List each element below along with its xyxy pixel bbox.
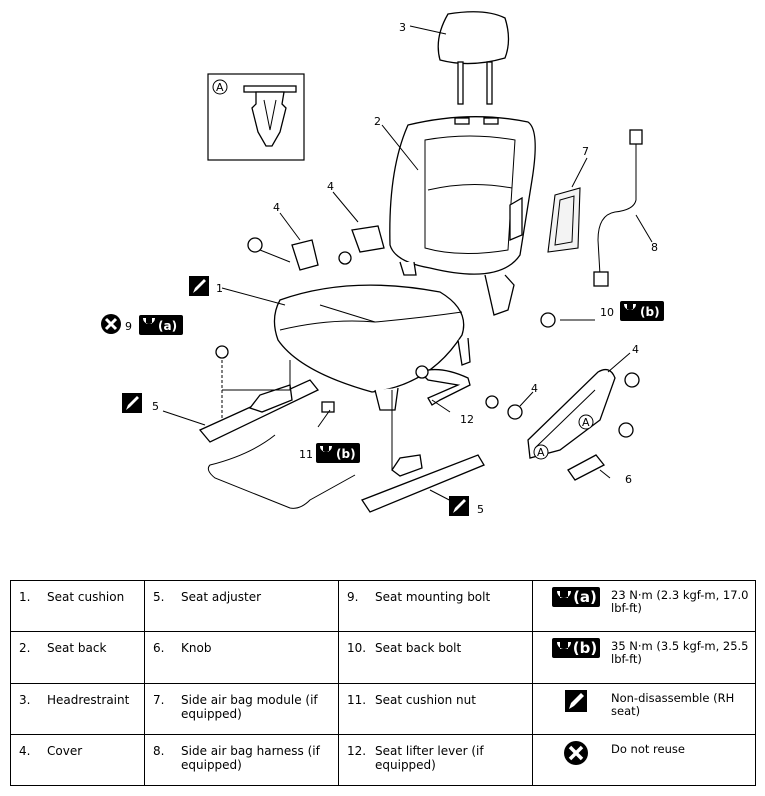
seat-back-bolt [540,312,556,328]
legend-row: 1. Seat cushion 5. Seat adjuster 9. Seat mo… [10,579,756,633]
seat-mounting-bolt [215,345,229,359]
wrench-icon [557,591,572,598]
legend-label: Cover [47,743,83,758]
cover-right [527,368,640,481]
callout-8: 8 [651,241,658,254]
legend-symbol-text: 23 N·m (2.3 kgf-m, 17.0 lbf-ft) [611,588,749,615]
torque-badge-a: (a) [139,315,183,335]
legend-num: 2. [19,641,31,656]
wrench-icon [556,642,571,650]
torque-badge-b-10: (b) [620,301,664,321]
legend-num: 5. [153,590,165,604]
legend-num: 11. [347,692,367,707]
callout-4-b: 4 [273,201,280,214]
legend-symbol-text: Do not reuse [611,741,685,756]
svg-text:(a): (a) [158,319,177,333]
non-disassemble-icon [565,689,587,712]
legend-label: Seat lifter lever (if equipped) [375,743,484,772]
parts-legend-table: 1. Seat cushion 5. Seat adjuster 9. Seat mo… [10,579,756,787]
callout-9: 9 [125,320,132,333]
inset-a-label: A [216,81,224,94]
legend-num: 9. [347,590,359,604]
callout-2: 2 [374,115,381,128]
side-airbag-module [547,187,581,253]
svg-text:(b): (b) [336,447,356,461]
legend-num: 1. [19,590,31,604]
legend-label: Knob [181,641,212,656]
non-disassemble-icon [189,276,209,296]
headrestraint [437,11,510,105]
legend-row: 4. Cover 8. Side air bag harness (if equip… [10,733,756,787]
legend-num: 10. [347,641,367,656]
legend-label: Seat cushion nut [375,692,476,707]
legend-row: 2. Seat back 6. Knob 10. Seat back bolt (b)… [10,631,756,684]
callout-4-d: 4 [531,382,538,395]
torque-badge-b-legend: (b) [551,638,601,659]
do-not-reuse-icon [564,740,588,765]
callout-11: 11 [299,448,313,461]
callout-12: 12 [460,413,474,426]
clip-detail-inset: A [207,73,305,161]
seat-cushion-nut [321,401,335,413]
legend-label: Seat mounting bolt [375,590,491,604]
callout-4-a: 4 [327,180,334,193]
callout-1: 1 [216,282,223,295]
callout-4-c: 4 [632,343,639,356]
torque-badge-b-11: (b) [316,443,360,463]
cushion-wire-frame [207,434,356,509]
seat-lifter-lever [415,365,523,420]
seat-exploded-diagram: A [99,11,664,516]
callout-6: 6 [625,473,632,486]
non-disassemble-icon [449,496,469,516]
legend-label: Side air bag harness (if equipped) [181,743,320,772]
legend-num: 12. [347,743,367,758]
legend-row: 3. Headrestraint 7. Side air bag module (i… [10,682,756,735]
legend-num: 4. [19,743,31,758]
legend-num: 6. [153,641,165,656]
seat-adjuster-left [198,355,320,443]
legend-label: Headrestraint [47,692,130,707]
non-disassemble-icon [122,393,142,413]
legend-symbol-text: Non-disassemble (RH seat) [611,690,735,718]
legend-label: Side air bag module (if equipped) [181,692,318,721]
cover-a-marker-2: A [537,446,545,459]
legend-num: 3. [19,692,31,707]
callout-5-b: 5 [477,503,484,516]
legend-label: Seat adjuster [181,590,262,604]
legend-num: 8. [153,743,165,758]
torque-badge-a-legend: (a) [552,587,600,607]
cover-a-marker-1: A [582,416,590,429]
svg-text:(b): (b) [640,305,660,319]
callout-3: 3 [399,21,406,34]
callout-5-a: 5 [152,400,159,413]
cover-left [247,225,385,271]
seat-adjuster-right [361,390,485,513]
legend-num: 7. [153,692,165,707]
side-airbag-harness [593,129,643,287]
legend-label: Seat cushion [47,590,125,604]
legend-label: Seat back [47,641,107,656]
do-not-reuse-icon [99,312,123,336]
seat-back [389,116,536,316]
callout-7: 7 [582,145,589,158]
callout-10: 10 [600,306,614,319]
legend-symbol-text: 35 N·m (3.5 kgf-m, 25.5 lbf-ft) [611,639,749,667]
legend-label: Seat back bolt [375,641,462,656]
